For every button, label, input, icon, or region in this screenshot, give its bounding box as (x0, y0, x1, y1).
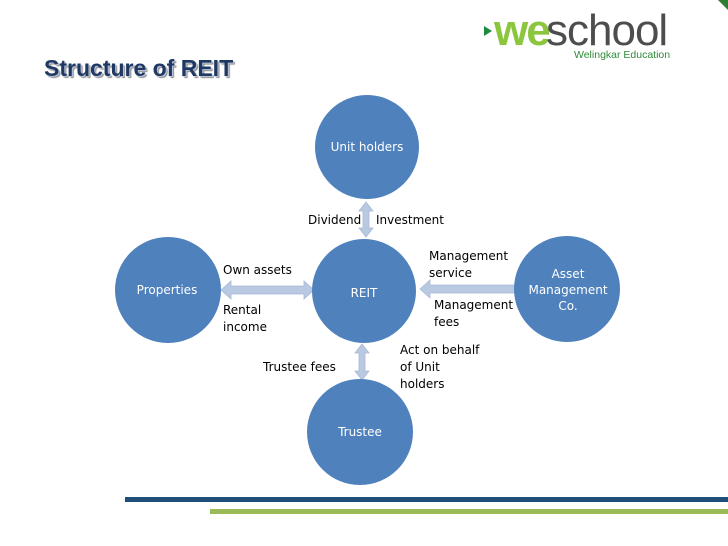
slide-title: Structure of REIT (44, 55, 234, 81)
edge-label-management-service: Management service (429, 249, 509, 280)
arrow-properties-reit (220, 280, 315, 300)
weschool-logo: we school Welingkar Education (480, 6, 690, 68)
logo-school: school (546, 6, 668, 55)
node-properties-label: Properties (136, 283, 198, 297)
node-unit-holders (315, 95, 419, 199)
arrow-unitholders-reit (358, 201, 374, 238)
logo-we: we (494, 6, 551, 55)
node-reit (312, 239, 416, 343)
node-trustee-label: Trustee (338, 425, 382, 439)
node-unit-holders-label: Unit holders (330, 140, 404, 154)
edge-label-own-assets: Own assets (223, 263, 292, 277)
footer-bar-green (210, 509, 728, 514)
arrow-reit-trustee (354, 343, 370, 381)
logo-arrow-icon (484, 26, 492, 36)
arrow-reit-assetmgmt (419, 279, 527, 299)
node-asset-management (514, 236, 620, 342)
edge-label-investment: Investment (376, 213, 444, 227)
corner-accent (718, 0, 728, 10)
node-properties (115, 237, 221, 343)
edge-label-dividend: Dividend (308, 213, 362, 227)
edge-label-management-fees: Management fees (434, 298, 514, 329)
logo-tagline: Welingkar Education (574, 49, 671, 61)
node-asset-management-label: Asset Management Co. (528, 267, 608, 313)
footer-bar-blue (125, 497, 728, 502)
edge-label-rental-income: Rental income (223, 303, 267, 334)
node-reit-label: REIT (350, 286, 378, 300)
edge-label-trustee-fees: Trustee fees (263, 360, 336, 374)
edge-label-act-on-behalf: Act on behalf of Unit holders (400, 343, 480, 391)
node-trustee (307, 379, 413, 485)
